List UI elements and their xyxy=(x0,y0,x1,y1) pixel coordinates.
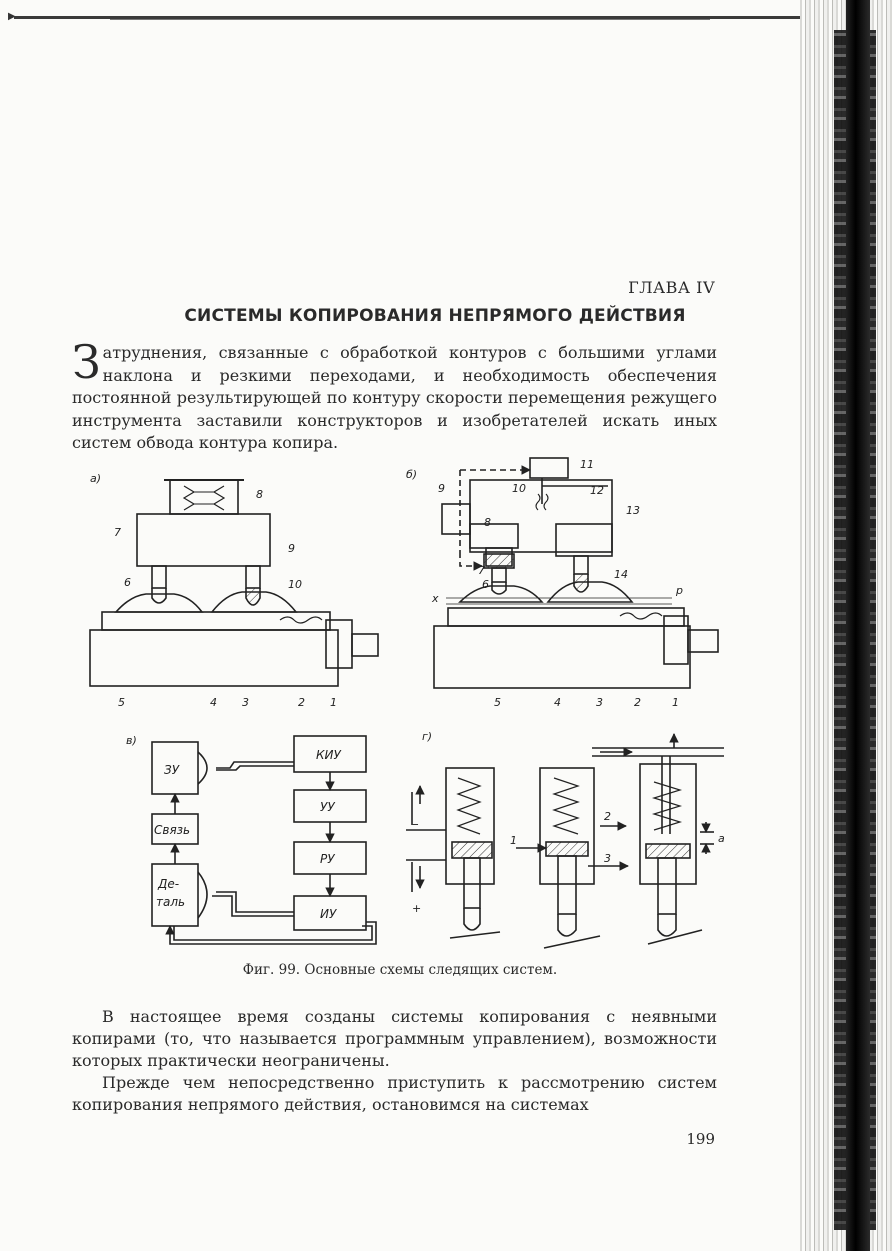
box-svyaz: Связь xyxy=(154,823,190,837)
panel-v-letter: в) xyxy=(126,734,137,747)
box-detal-2: таль xyxy=(156,895,185,909)
label-b-7: 7 xyxy=(478,564,485,577)
label-b-6: 6 xyxy=(482,578,489,591)
label-b-9: 9 xyxy=(438,482,445,495)
panel-g-probes xyxy=(406,733,724,949)
label-g-3: 3 xyxy=(604,852,611,865)
label-a-8: 8 xyxy=(256,488,263,501)
label-b-8: 8 xyxy=(484,516,491,529)
page-number: 199 xyxy=(686,1130,715,1148)
body-paragraph-2: В настоящее время созданы системы копиро… xyxy=(72,1007,717,1070)
corner-arrow-icon: ▶ xyxy=(8,11,16,22)
panel-b-letter: б) xyxy=(406,468,417,481)
label-b-14: 14 xyxy=(614,568,628,581)
figure-diagram: а) 8 7 9 6 10 5 4 3 2 1 б) 11 9 10 12 13… xyxy=(89,457,725,949)
label-a-4: 4 xyxy=(210,696,217,709)
label-a-10: 10 xyxy=(288,578,302,591)
label-b-5: 5 xyxy=(494,696,501,709)
label-a-2: 2 xyxy=(298,696,305,709)
label-a-9: 9 xyxy=(288,542,295,555)
box-uu: УУ xyxy=(320,800,335,814)
panel-a-letter: а) xyxy=(90,472,101,485)
label-a-3: 3 xyxy=(242,696,249,709)
label-a-6: 6 xyxy=(124,576,131,589)
book-spine-binding xyxy=(846,0,870,1251)
intro-text: атруднения, связанные с обработкой конту… xyxy=(72,343,717,452)
chapter-title: СИСТЕМЫ КОПИРОВАНИЯ НЕПРЯМОГО ДЕЙСТВИЯ xyxy=(184,306,686,326)
panel-a-machine xyxy=(89,479,379,687)
panel-b-machine xyxy=(433,457,719,689)
label-b-x: x xyxy=(431,592,439,605)
panel-v-block-diagram xyxy=(151,735,377,945)
body-paragraph-3: Прежде чем непосредственно приступить к … xyxy=(72,1073,717,1114)
box-detal-1: Де- xyxy=(157,877,179,891)
box-ru: РУ xyxy=(320,852,335,866)
label-a-1: 1 xyxy=(330,696,337,709)
label-b-13: 13 xyxy=(626,504,640,517)
label-b-12: 12 xyxy=(590,484,604,497)
label-g-2: 2 xyxy=(604,810,611,823)
label-g-plus: + xyxy=(412,902,421,915)
top-edge-rule xyxy=(14,16,804,19)
figure-labels: а) 8 7 9 6 10 5 4 3 2 1 б) 11 9 10 12 13… xyxy=(90,458,725,921)
panel-g-letter: г) xyxy=(422,730,432,743)
chapter-label: ГЛАВА IV xyxy=(628,278,715,297)
drop-cap: З xyxy=(72,335,101,389)
label-b-11: 11 xyxy=(580,458,594,471)
label-b-3: 3 xyxy=(596,696,603,709)
label-g-1: 1 xyxy=(510,834,517,847)
label-b-1: 1 xyxy=(672,696,679,709)
figure-99: а) 8 7 9 6 10 5 4 3 2 1 б) 11 9 10 12 13… xyxy=(60,452,740,952)
label-a-5: 5 xyxy=(118,696,125,709)
label-g-a: a xyxy=(718,832,725,845)
label-a-7: 7 xyxy=(114,526,121,539)
box-iu: ИУ xyxy=(320,907,337,921)
box-zu: ЗУ xyxy=(164,763,180,777)
box-kiu: КИУ xyxy=(316,748,341,762)
label-g-minus: − xyxy=(410,818,419,831)
label-b-10: 10 xyxy=(512,482,526,495)
label-b-p: p xyxy=(675,584,683,597)
label-b-2: 2 xyxy=(634,696,641,709)
label-b-4: 4 xyxy=(554,696,561,709)
top-edge-rule-thin xyxy=(110,19,710,20)
figure-caption: Фиг. 99. Основные схемы следящих систем. xyxy=(242,962,558,978)
